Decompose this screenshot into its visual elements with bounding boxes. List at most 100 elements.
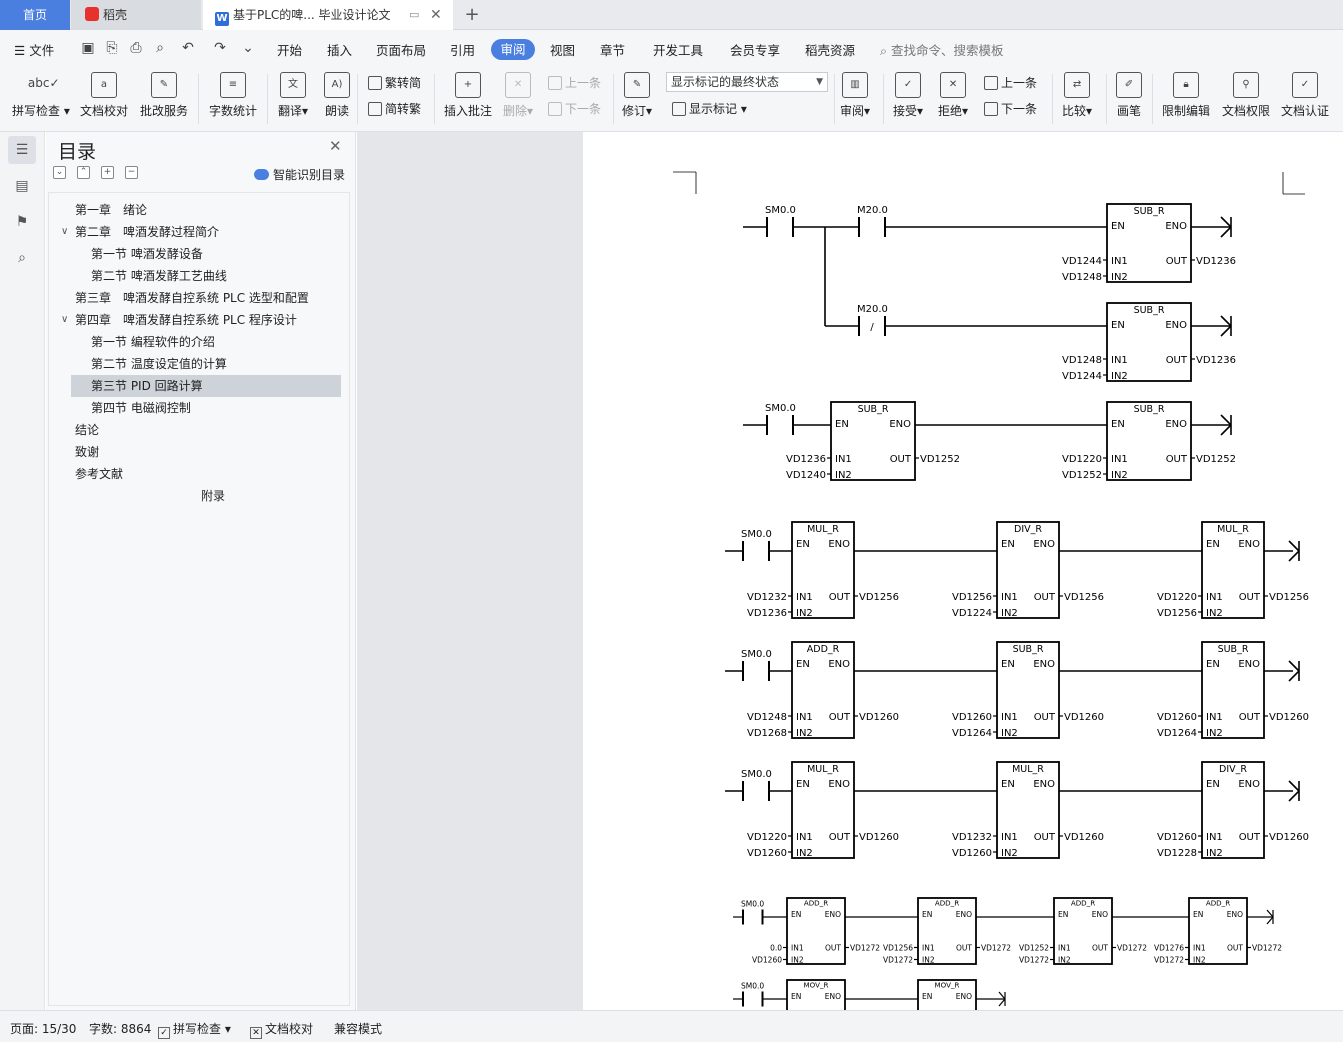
tab-home[interactable]: 首页 — [0, 0, 70, 30]
toc-item[interactable]: 附录 — [201, 489, 226, 503]
toc-item[interactable]: 第三章 啤酒发酵自控系统 PLC 选型和配置 — [75, 291, 309, 305]
collapse-level-icon[interactable]: − — [125, 166, 138, 179]
doc-permission-button[interactable]: ⚲文档权限 — [1222, 72, 1270, 119]
expand-up-icon[interactable]: ⌃ — [77, 166, 90, 179]
menu-insert[interactable]: 插入 — [327, 43, 353, 58]
diagram-label: OUT — [829, 832, 851, 843]
preview-icon[interactable]: ⌕ — [156, 40, 164, 56]
toc-item[interactable]: 第二节 温度设定值的计算 — [91, 357, 227, 371]
doc-auth-button[interactable]: ✓文档认证 — [1281, 72, 1329, 119]
toc-item[interactable]: 致谢 — [75, 445, 100, 459]
menu-daoke-resources[interactable]: 稻壳资源 — [805, 43, 856, 58]
diagram-label: ENO — [825, 992, 841, 1001]
menu-reference[interactable]: 引用 — [450, 43, 476, 58]
rung-wire — [998, 998, 1006, 1007]
smart-toc-label: 智能识别目录 — [273, 168, 346, 182]
prev-change-button[interactable]: 上一条 — [984, 74, 1037, 91]
next-comment-button[interactable]: 下一条 — [548, 100, 601, 117]
print-icon[interactable]: ⎙ — [130, 40, 142, 56]
menu-devtools[interactable]: 开发工具 — [653, 43, 704, 58]
outline-panel-icon[interactable]: ☰ — [8, 136, 36, 164]
undo-icon[interactable]: ↶ — [182, 40, 194, 56]
chevron-down-icon[interactable]: ∨ — [61, 314, 69, 325]
diagram-label: SM0.0 — [741, 649, 772, 660]
chevron-down-icon[interactable]: ∨ — [61, 226, 69, 237]
toc-item[interactable]: 结论 — [75, 423, 100, 437]
batch-service-button[interactable]: ✎批改服务 — [140, 72, 188, 119]
toc-item[interactable]: ∨第四章 啤酒发酵自控系统 PLC 程序设计 — [61, 309, 297, 331]
menu-member[interactable]: 会员专享 — [730, 43, 781, 58]
toc-item[interactable]: 第四节 电磁阀控制 — [91, 401, 191, 415]
next-change-label: 下一条 — [1001, 102, 1038, 116]
accept-button[interactable]: ✓接受▾ — [893, 72, 923, 119]
toc-item[interactable]: ∨第二章 啤酒发酵过程简介 — [61, 221, 219, 243]
function-block — [791, 641, 855, 739]
collapse-all-icon[interactable]: ⌄ — [53, 166, 66, 179]
menu-start[interactable]: 开始 — [277, 43, 303, 58]
simp-to-trad-button[interactable]: 简转繁 — [368, 100, 421, 117]
diagram-label: VD1256 — [1157, 608, 1197, 619]
toc-item[interactable]: 第一章 绪论 — [75, 203, 148, 217]
restrict-edit-button[interactable]: 🔒︎限制编辑 — [1162, 72, 1210, 119]
diagram-label: VD1272 — [1117, 944, 1147, 953]
delete-comment-button[interactable]: ✕删除▾ — [503, 72, 533, 119]
rung-wire — [1220, 226, 1232, 238]
toc-item[interactable]: 第二节 啤酒发酵工艺曲线 — [91, 269, 227, 283]
redo-icon[interactable]: ↷ — [214, 40, 226, 56]
close-icon[interactable]: ✕ — [329, 137, 342, 155]
close-tab-icon[interactable]: ✕ — [430, 7, 442, 23]
reject-button[interactable]: ✕拒绝▾ — [938, 72, 968, 119]
file-menu[interactable]: ☰ 文件 — [14, 40, 54, 59]
command-search[interactable]: ⌕ 查找命令、搜索模板 — [880, 40, 1004, 59]
chapter-nav-icon[interactable]: ▤ — [15, 178, 29, 194]
toc-item[interactable]: 参考文献 — [75, 467, 124, 481]
tab-daoke[interactable]: 稻壳 — [71, 0, 201, 30]
new-tab-button[interactable]: + — [464, 4, 480, 25]
insert-comment-button[interactable]: +插入批注 — [444, 72, 492, 119]
track-changes-button[interactable]: ✎修订▾ — [622, 72, 652, 119]
expand-level-icon[interactable]: + — [101, 166, 114, 179]
translate-button[interactable]: 文翻译▾ — [278, 72, 308, 119]
diagram-label: VD1244 — [1062, 256, 1102, 267]
menu-review-active[interactable]: 审阅 — [491, 39, 535, 60]
spell-check-button[interactable]: abc✓拼写检查 ▾ — [12, 72, 70, 119]
export-icon[interactable]: ⎘ — [106, 40, 118, 56]
smart-toc-button[interactable]: 智能识别目录 — [254, 166, 345, 183]
diagram-label: DIV_R — [1014, 524, 1042, 535]
spell-check-status[interactable]: ✓拼写检查 ▾ — [158, 1020, 231, 1039]
next-change-button[interactable]: 下一条 — [984, 100, 1037, 117]
prev-comment-button[interactable]: 上一条 — [548, 74, 601, 91]
batch-icon: ✎ — [151, 72, 177, 98]
customize-icon[interactable]: ⌄ — [242, 40, 254, 56]
toc-item-selected[interactable]: 第三节 PID 回路计算 — [71, 375, 341, 397]
trad-to-simp-button[interactable]: 繁转简 — [368, 74, 421, 91]
ribbon-separator — [1052, 74, 1053, 124]
pin-icon[interactable]: ▭ — [409, 8, 420, 21]
markup-state-select[interactable]: 显示标记的最终状态▼ — [666, 72, 828, 92]
word-count-status[interactable]: 字数: 8864 — [89, 1022, 152, 1036]
toc-item[interactable]: 第一节 编程软件的介绍 — [91, 335, 215, 349]
page-indicator[interactable]: 页面: 15/30 — [10, 1022, 77, 1036]
word-count-button[interactable]: ≡字数统计 — [209, 72, 257, 119]
function-block — [1053, 897, 1113, 965]
read-aloud-button[interactable]: A)朗读 — [324, 72, 350, 119]
review-pane-button[interactable]: ▥审阅▾ — [840, 72, 870, 119]
menu-chapter[interactable]: 章节 — [600, 43, 626, 58]
word-count-label: 字数统计 — [209, 104, 258, 118]
show-markup-button[interactable]: 显示标记 ▾ — [672, 100, 747, 117]
bookmark-icon[interactable]: ⚑ — [15, 214, 29, 230]
rung-wire — [1220, 424, 1232, 436]
search-icon[interactable]: ⌕ — [18, 250, 26, 266]
compare-button[interactable]: ⇄比较▾ — [1062, 72, 1092, 119]
doc-check-status[interactable]: ✕文档校对 — [250, 1020, 313, 1039]
menu-view[interactable]: 视图 — [550, 43, 576, 58]
menu-layout[interactable]: 页面布局 — [376, 43, 427, 58]
function-block — [786, 979, 846, 1010]
diagram-label: VD1240 — [786, 470, 826, 481]
pen-button[interactable]: ✐画笔 — [1116, 72, 1142, 119]
toc-item[interactable]: 第一节 啤酒发酵设备 — [91, 247, 203, 261]
save-icon[interactable]: ▣ — [81, 40, 95, 56]
